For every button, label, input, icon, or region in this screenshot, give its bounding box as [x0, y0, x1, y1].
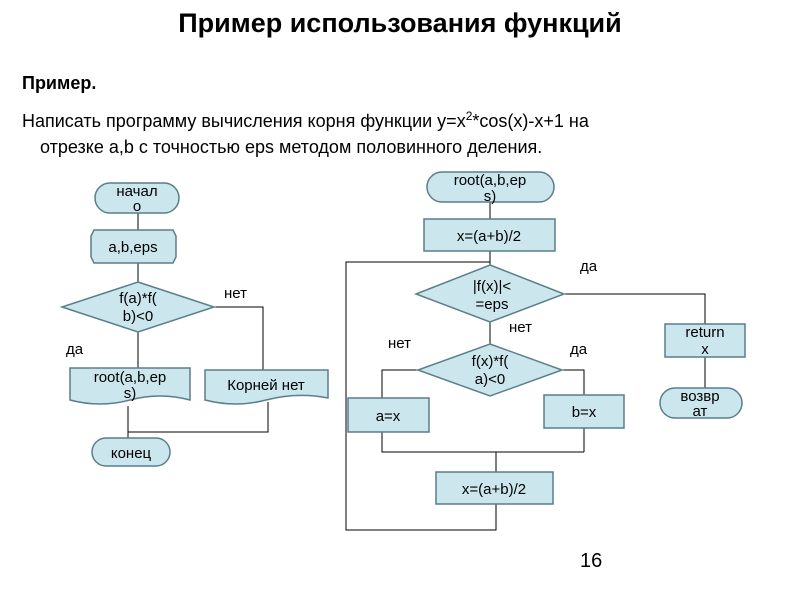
input-label: a,b,eps — [108, 239, 157, 256]
label-no-inner: нет — [388, 335, 411, 352]
sign-condition-line1: f(x)*f( — [472, 353, 509, 370]
task-exponent: 2 — [465, 109, 473, 123]
example-heading: Пример. — [22, 73, 97, 93]
task-text: Написать программу вычисления корня функ… — [22, 103, 762, 160]
root-header-line1: root(a,b,ep — [454, 172, 527, 189]
assign-a-process — [347, 397, 430, 433]
precision-condition-line1: |f(x)|< — [473, 278, 511, 295]
start-label-line2: о — [133, 198, 141, 215]
label-yes-top: да — [580, 258, 598, 275]
start-label-line1: начал — [116, 183, 157, 200]
connector-merge-a — [381, 432, 584, 453]
call-root-line1: root(a,b,ep — [94, 369, 167, 386]
main-flowchart: начал о a,b,eps f(a)*f( b)<0 нет да root… — [59, 182, 329, 467]
label-no: нет — [224, 285, 247, 302]
exit-terminator — [659, 387, 743, 419]
exit-label-line2: ат — [693, 403, 708, 420]
connector-merge — [128, 402, 269, 433]
precision-condition-line2: =eps — [476, 296, 509, 313]
root-header-line2: s) — [484, 188, 497, 205]
page-number: 16 — [580, 550, 603, 572]
return-label-line1: return — [685, 324, 724, 341]
task-line-1-end: *cos(x)-x+1 на — [472, 111, 589, 131]
call-root-line2: s) — [124, 385, 137, 402]
label-yes-inner: да — [570, 341, 588, 358]
root-header-terminator — [426, 171, 555, 203]
init-label: x=(a+b)/2 — [457, 228, 521, 245]
precision-condition-diamond — [413, 264, 567, 323]
return-label-line2: x — [701, 341, 709, 358]
loop-back-connector — [345, 261, 497, 531]
task-line-1: Написать программу вычисления корня функ… — [22, 103, 762, 134]
update-x-process — [435, 471, 554, 505]
no-roots-block — [204, 369, 329, 405]
return-process — [664, 323, 746, 358]
root-flowchart: root(a,b,ep s) x=(a+b)/2 |f(x)|< =eps да… — [345, 171, 746, 531]
update-x-label: x=(a+b)/2 — [462, 481, 526, 498]
sign-condition-line2: a)<0 — [475, 371, 505, 388]
connector-yes-inner — [560, 369, 585, 395]
condition-label-line1: f(a)*f( — [119, 290, 157, 307]
connector-no-branch — [214, 306, 264, 370]
input-block — [90, 229, 177, 264]
assign-b-label: b=x — [572, 404, 597, 421]
condition-label-line2: b)<0 — [123, 308, 153, 325]
assign-a-label: a=x — [376, 408, 401, 425]
start-terminator — [94, 182, 180, 214]
call-root-block — [69, 367, 191, 405]
sign-condition-diamond — [415, 343, 565, 397]
task-line-1-start: Написать программу вычисления корня функ… — [22, 111, 466, 131]
end-terminator — [91, 437, 171, 467]
end-label: конец — [111, 445, 152, 462]
connector-no-inner — [381, 369, 420, 398]
assign-b-process — [543, 394, 625, 429]
exit-label-line1: возвр — [680, 388, 719, 405]
slide-title: Пример использования функций — [178, 8, 622, 38]
label-no-top: нет — [509, 319, 532, 336]
init-process — [423, 218, 556, 252]
label-yes: да — [66, 341, 84, 358]
connector-yes-top — [564, 293, 706, 324]
no-roots-label: Корней нет — [227, 377, 305, 394]
task-line-2: отрезке a,b с точностью eps методом поло… — [40, 137, 543, 157]
condition-diamond — [59, 281, 217, 333]
